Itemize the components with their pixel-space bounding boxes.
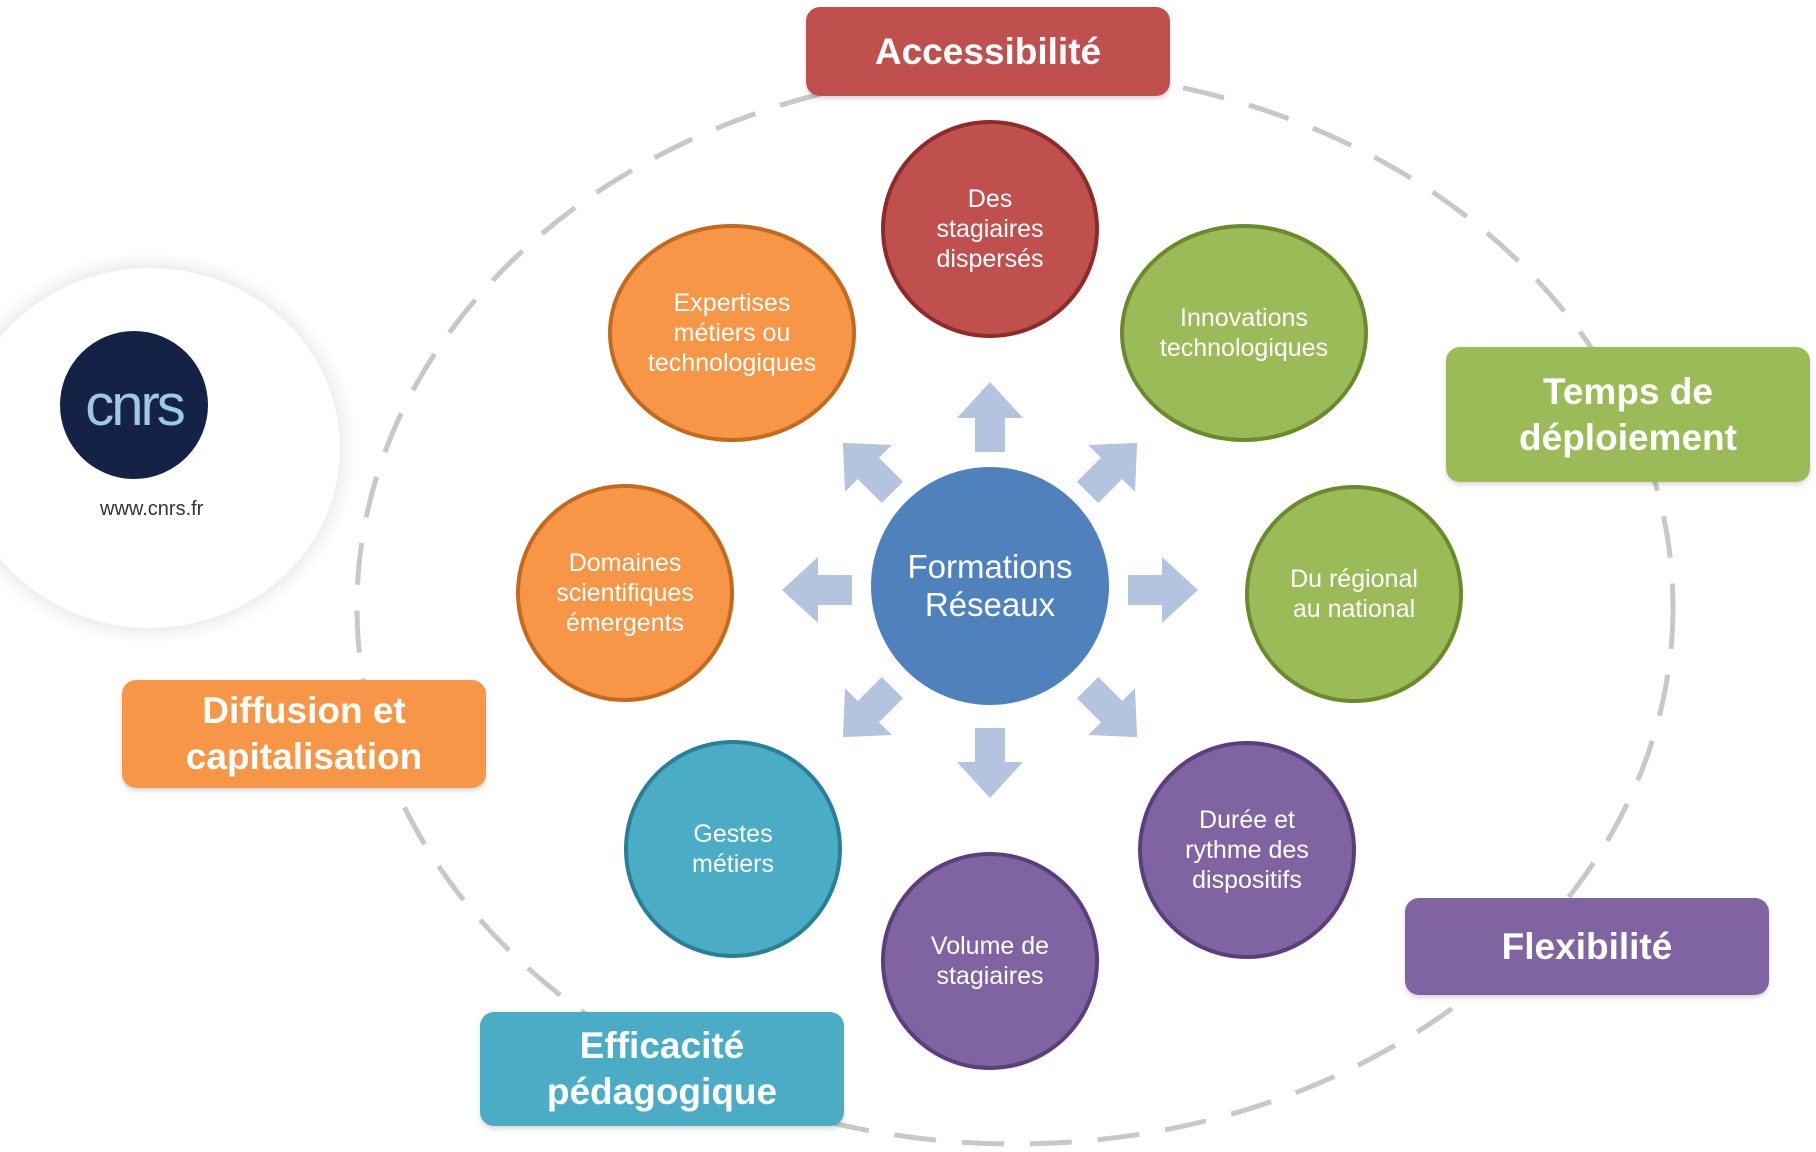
arrow-group [782,382,1198,798]
label-flexibilite-text: Flexibilité [1501,925,1673,967]
logo-mark: cnrs [85,372,186,438]
circle-domaines-label: Domaines scientifiques émergents [556,549,694,637]
circle-stagiaires-label: Des stagiaires dispersés [936,185,1044,273]
circle-gestes: Gestes métiers [624,740,842,958]
circle-gestes-label: Gestes métiers [692,820,774,878]
logo-url: www.cnrs.fr [100,498,204,520]
arrow-up-left [842,442,903,503]
circle-stagiaires: Des stagiaires dispersés [881,120,1099,338]
label-efficacite-text: Efficacité pédagogique [546,1025,778,1112]
arrow-left [782,557,852,623]
circle-innovations-label: Innovations technologiques [1159,304,1329,362]
circle-innovations: Innovations technologiques [1120,224,1368,442]
label-temps-text: Temps de déploiement [1519,370,1737,458]
arrow-down [957,728,1023,798]
circle-regional: Du régional au national [1245,485,1463,703]
circle-regional-label: Du régional au national [1290,565,1418,623]
label-diffusion-text: Diffusion et capitalisation [185,690,423,777]
circle-expertises: Expertises métiers ou technologiques [608,224,856,442]
circle-duree: Durée et rythme des dispositifs [1138,741,1356,959]
arrow-down-left [842,677,903,738]
arrow-up-right [1077,442,1138,503]
arrow-up [957,382,1023,452]
cnrs-logo: cnrs [60,331,208,479]
arrow-right [1128,557,1198,623]
label-flexibilite: Flexibilité [1405,898,1769,995]
circle-duree-label: Durée et rythme des dispositifs [1185,806,1309,894]
circle-domaines: Domaines scientifiques émergents [516,484,734,702]
label-diffusion-capitalisation: Diffusion et capitalisation [122,680,486,788]
center-circle-label: Formations Réseaux [907,548,1073,623]
arrow-down-right [1077,677,1138,738]
label-temps-deploiement: Temps de déploiement [1446,347,1810,482]
label-efficacite-pedagogique: Efficacité pédagogique [480,1012,844,1126]
label-accessibilite-text: Accessibilité [874,30,1102,72]
label-accessibilite: Accessibilité [806,7,1170,96]
center-circle-formations-reseaux: Formations Réseaux [871,467,1109,705]
circle-volume-label: Volume de stagiaires [930,932,1050,990]
circle-volume: Volume de stagiaires [881,852,1099,1070]
circle-expertises-label: Expertises métiers ou technologiques [647,289,817,377]
